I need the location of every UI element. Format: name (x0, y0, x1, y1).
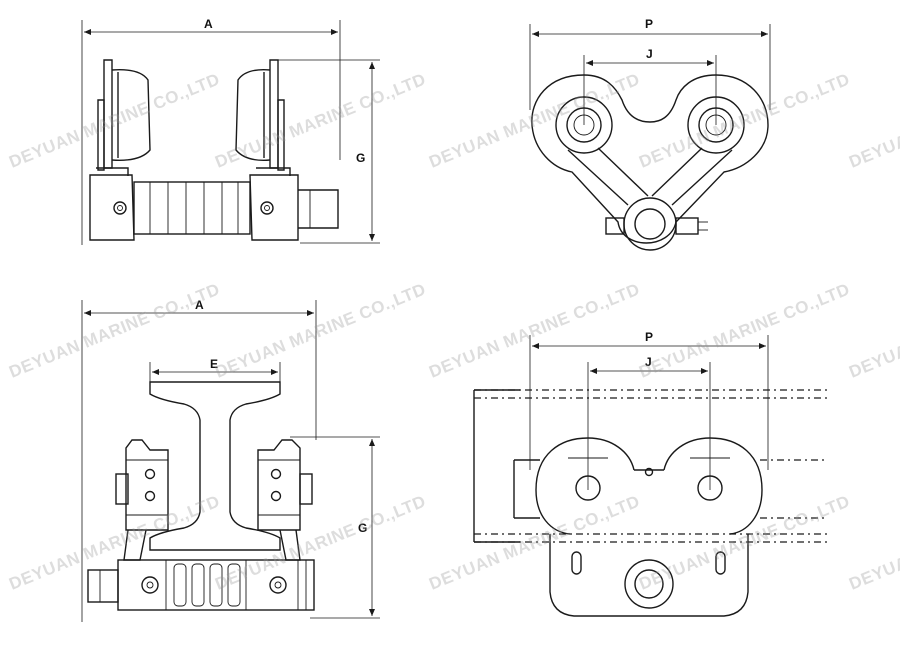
watermark-text: DEYUAN MARINE CO.,LTD (212, 492, 428, 594)
side-view-top: A G (81, 17, 380, 245)
dim-p-label-2: P (645, 330, 653, 344)
section-view-bottom: A E G (81, 298, 380, 622)
dim-g-label-2: G (358, 521, 367, 535)
watermark-text: DEYUAN MARINE CO.,LTD (426, 492, 642, 594)
watermark-text: DEYUAN MARINE CO.,LTD (426, 70, 642, 172)
watermark-text: DEYUAN MARINE CO.,LTD (846, 70, 900, 172)
dim-j-label-2: J (645, 355, 652, 369)
watermark-text: DEYUAN MARINE CO.,LTD (6, 70, 222, 172)
dim-e-label: E (210, 357, 218, 371)
dim-g-label: G (356, 151, 365, 165)
dim-p-label: P (645, 17, 653, 31)
front-view-top: P J (529, 17, 771, 251)
elevation-view-bottom: P J (473, 330, 828, 617)
watermark-text: DEYUAN MARINE CO.,LTD (6, 492, 222, 594)
dim-a-label-2: A (195, 298, 204, 312)
watermark-text: DEYUAN MARINE CO.,LTD (636, 280, 852, 382)
watermark-text: DEYUAN MARINE CO.,LTD (212, 70, 428, 172)
watermark-text: DEYUAN MARINE CO.,LTD (636, 70, 852, 172)
watermark-text: DEYUAN MARINE CO.,LTD (426, 280, 642, 382)
dim-a-label: A (204, 17, 213, 31)
watermark-text: DEYUAN MARINE CO.,LTD (636, 492, 852, 594)
watermark-text: DEYUAN MARINE CO.,LTD (846, 492, 900, 594)
watermark-text: DEYUAN MARINE CO.,LTD (212, 280, 428, 382)
watermark-text: DEYUAN MARINE CO.,LTD (6, 280, 222, 382)
dim-j-label: J (646, 47, 653, 61)
watermark-text: DEYUAN MARINE CO.,LTD (846, 280, 900, 382)
